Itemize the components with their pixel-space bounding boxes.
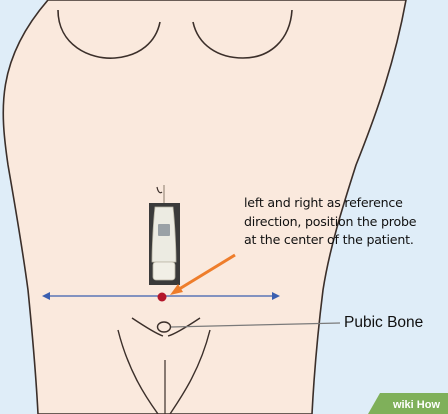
annotation-line-1: left and right as reference: [244, 194, 448, 213]
annotation-line-3: at the center of the patient.: [244, 231, 448, 250]
annotation-line-2: direction, position the probe: [244, 213, 448, 232]
annotation-text: left and right as reference direction, p…: [244, 194, 448, 250]
watermark: wiki How: [356, 392, 448, 414]
watermark-text: wiki How: [393, 399, 440, 411]
center-dot-icon: [158, 293, 167, 302]
pubic-bone-label: Pubic Bone: [344, 314, 423, 332]
